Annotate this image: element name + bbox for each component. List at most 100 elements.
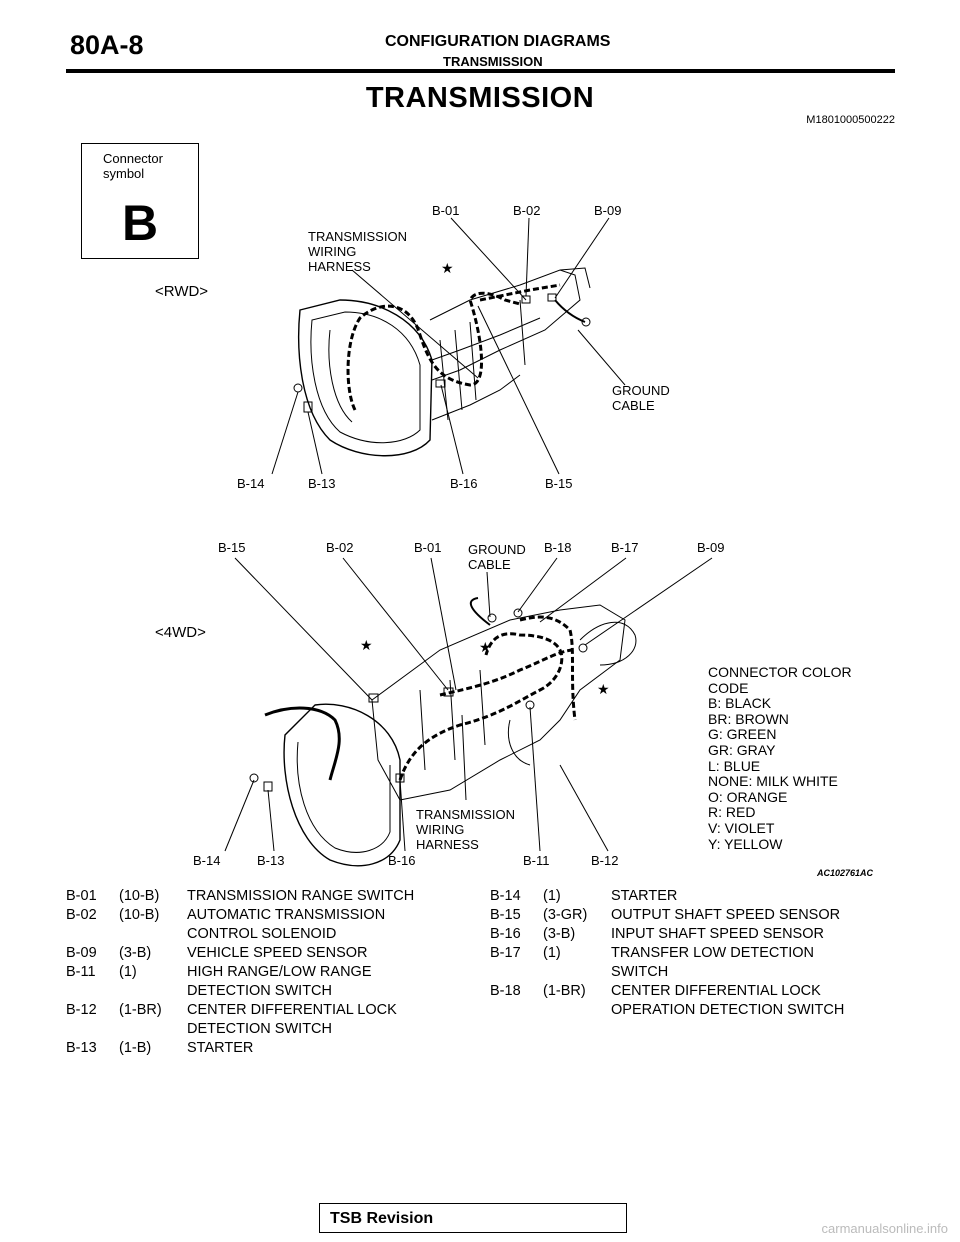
part-color: (1) [543, 945, 561, 961]
parts-row: B-11 (1) HIGH RANGE/LOW RANGE [66, 963, 446, 982]
part-code: B-12 [66, 1002, 97, 1018]
footer-text: TSB Revision [330, 1210, 434, 1227]
part-code: B-09 [66, 945, 97, 961]
legend-item: G: GREEN [708, 726, 777, 743]
4wd-transmission-illustration [283, 604, 637, 867]
4wd-label-b16: B-16 [388, 853, 416, 868]
parts-row: B-13 (1-B) STARTER [66, 1039, 446, 1058]
part-description: TRANSFER LOW DETECTION [611, 945, 815, 961]
legend-item: V: VIOLET [708, 819, 775, 836]
svg-text:★: ★ [479, 640, 492, 656]
rwd-label-b15: B-15 [545, 476, 573, 491]
part-code: B-11 [66, 964, 96, 980]
parts-list-left: B-01 (10-B) TRANSMISSION RANGE SWITCH B-… [66, 887, 446, 1058]
part-code: B-14 [490, 888, 521, 904]
part-description: OUTPUT SHAFT SPEED SENSOR [611, 907, 841, 923]
4wd-label-ground-cable: GROUND CABLE [468, 542, 526, 572]
svg-text:★: ★ [360, 638, 373, 654]
4wd-label-b02: B-02 [326, 540, 354, 555]
part-color: (1-B) [119, 1040, 152, 1056]
4wd-label-b18: B-18 [544, 540, 572, 555]
4wd-label-b17: B-17 [611, 540, 639, 555]
part-description: STARTER [187, 1040, 254, 1056]
section-subtitle: TRANSMISSION [443, 54, 543, 69]
footer-tsb-revision: TSB Revision [319, 1203, 627, 1233]
header-rule [66, 69, 895, 73]
parts-row: B-17 (1) TRANSFER LOW DETECTION [490, 944, 890, 963]
rwd-label-b16: B-16 [450, 476, 478, 491]
part-code: B-02 [66, 907, 97, 923]
rwd-label-b13: B-13 [308, 476, 336, 491]
part-description: TRANSMISSION RANGE SWITCH [187, 888, 415, 904]
part-code: B-13 [66, 1040, 97, 1056]
part-code: B-01 [66, 888, 97, 904]
parts-row-continued: CONTROL SOLENOID [66, 925, 446, 944]
part-description: AUTOMATIC TRANSMISSION [187, 907, 386, 923]
rwd-label-ground-cable: GROUND CABLE [612, 383, 670, 413]
parts-row: B-16 (3-B) INPUT SHAFT SPEED SENSOR [490, 925, 890, 944]
4wd-label-b13: B-13 [257, 853, 285, 868]
parts-row: B-12 (1-BR) CENTER DIFFERENTIAL LOCK [66, 1001, 446, 1020]
part-color: (3-GR) [543, 907, 588, 923]
part-code: B-15 [490, 907, 521, 923]
part-color: (1-BR) [543, 983, 586, 999]
parts-row: B-18 (1-BR) CENTER DIFFERENTIAL LOCK [490, 982, 890, 1001]
part-code: B-17 [490, 945, 521, 961]
4wd-label-b09: B-09 [697, 540, 725, 555]
parts-row: B-15 (3-GR) OUTPUT SHAFT SPEED SENSOR [490, 906, 890, 925]
parts-row: B-14 (1) STARTER [490, 887, 890, 906]
part-description: DETECTION SWITCH [187, 983, 332, 999]
connector-color-legend: CONNECTOR COLOR CODE B: BLACK BR: BROWN … [708, 664, 852, 852]
legend-item: L: BLUE [708, 757, 761, 774]
parts-row-continued: SWITCH [490, 963, 890, 982]
part-color: (10-B) [119, 888, 160, 904]
4wd-label-harness: TRANSMISSION WIRING HARNESS [416, 807, 515, 852]
part-color: (10-B) [119, 907, 160, 923]
rwd-transmission-illustration [298, 267, 591, 457]
part-description: VEHICLE SPEED SENSOR [187, 945, 368, 961]
part-color: (3-B) [543, 926, 576, 942]
legend-item: BR: BROWN [708, 710, 789, 727]
4wd-label-b12: B-12 [591, 853, 619, 868]
part-description: INPUT SHAFT SPEED SENSOR [611, 926, 824, 942]
legend-item: Y: YELLOW [708, 835, 783, 852]
part-color: (1) [543, 888, 561, 904]
parts-row: B-01 (10-B) TRANSMISSION RANGE SWITCH [66, 887, 446, 906]
part-code: B-18 [490, 983, 521, 999]
part-description: CENTER DIFFERENTIAL LOCK [611, 983, 821, 999]
legend-item: B: BLACK [708, 695, 772, 712]
section-title: CONFIGURATION DIAGRAMS [385, 33, 611, 50]
connector-symbol-box: Connector symbol B [81, 143, 199, 259]
connector-symbol-letter: B [121, 195, 159, 251]
parts-row: B-09 (3-B) VEHICLE SPEED SENSOR [66, 944, 446, 963]
parts-row-continued: DETECTION SWITCH [66, 982, 446, 1001]
4wd-label-b15: B-15 [218, 540, 246, 555]
parts-list-right: B-14 (1) STARTER B-15 (3-GR) OUTPUT SHAF… [490, 887, 890, 1020]
rwd-label-b14: B-14 [237, 476, 265, 491]
parts-row-continued: OPERATION DETECTION SWITCH [490, 1001, 890, 1020]
part-color: (3-B) [119, 945, 152, 961]
document-id: M1801000500222 [806, 114, 895, 126]
part-code: B-16 [490, 926, 521, 942]
legend-title: CONNECTOR COLOR CODE [708, 664, 852, 696]
part-description: SWITCH [611, 964, 669, 980]
page-number: 80A-8 [70, 30, 144, 60]
watermark: carmanualsonline.info [821, 1221, 948, 1236]
4wd-label-b11: B-11 [523, 853, 550, 868]
4wd-label-b01: B-01 [414, 540, 442, 555]
4wd-variant-label: <4WD> [155, 624, 206, 641]
page-title: TRANSMISSION [365, 82, 595, 114]
part-description: CONTROL SOLENOID [187, 926, 337, 942]
part-description: DETECTION SWITCH [187, 1021, 332, 1037]
part-color: (1) [119, 964, 137, 980]
legend-item: GR: GRAY [708, 741, 776, 758]
part-color: (1-BR) [119, 1002, 162, 1018]
connector-symbol-label: Connector symbol [103, 151, 163, 181]
part-description: OPERATION DETECTION SWITCH [611, 1002, 845, 1018]
parts-row: B-02 (10-B) AUTOMATIC TRANSMISSION [66, 906, 446, 925]
svg-text:★: ★ [441, 261, 454, 277]
rwd-label-harness: TRANSMISSION WIRING HARNESS [308, 229, 407, 274]
rwd-label-b02: B-02 [513, 203, 541, 218]
legend-item: R: RED [708, 804, 756, 821]
